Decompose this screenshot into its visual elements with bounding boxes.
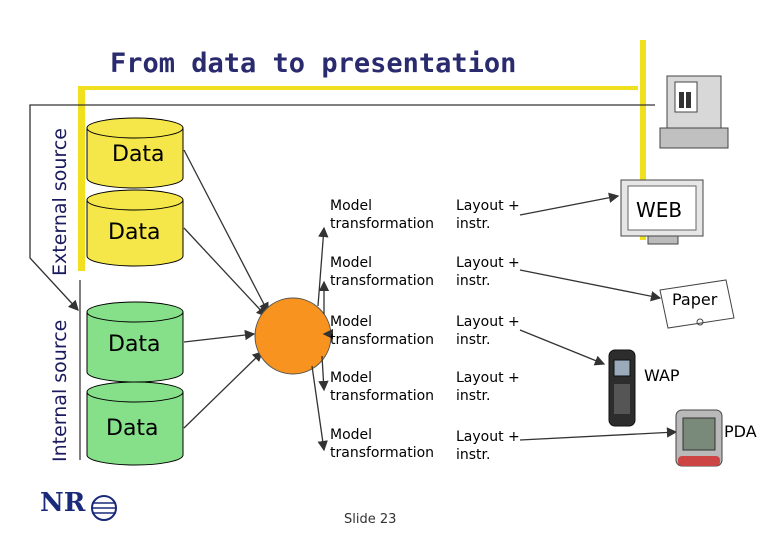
database-internal-2 xyxy=(86,381,184,466)
source-arrows xyxy=(29,104,655,429)
database-internal-1 xyxy=(86,301,184,383)
nr-logo: NR xyxy=(40,488,86,518)
server-icon xyxy=(659,75,729,149)
accent-bars xyxy=(78,40,646,271)
slide-number: Slide 23 xyxy=(344,512,397,527)
external-source-label: External source xyxy=(49,128,71,276)
database-label: Data xyxy=(112,142,165,167)
layout-instr-label: Layout +instr. xyxy=(456,198,520,232)
layout-instr-label: Layout +instr. xyxy=(456,314,520,348)
monitor-icon xyxy=(620,179,704,245)
web-label: WEB xyxy=(636,198,683,222)
database-external-2 xyxy=(86,189,184,267)
layout-instr-label: Layout +instr. xyxy=(456,429,520,463)
slide-title: From data to presentation xyxy=(110,48,517,79)
database-label: Data xyxy=(108,332,161,357)
layout-instr-label: Layout +instr. xyxy=(456,255,520,289)
database-external-1 xyxy=(86,117,184,189)
hub-node xyxy=(254,297,332,375)
pda-icon xyxy=(675,409,723,467)
wap-label: WAP xyxy=(644,366,680,385)
layout-instr-label: Layout +instr. xyxy=(456,370,520,404)
hub-arrows xyxy=(311,226,334,452)
internal-source-label: Internal source xyxy=(49,319,71,462)
paper-label: Paper xyxy=(672,290,718,309)
database-label: Data xyxy=(108,220,161,245)
output-arrows xyxy=(519,192,678,441)
pda-label: PDA xyxy=(724,422,757,441)
database-label: Data xyxy=(106,416,159,441)
paper-icon xyxy=(659,279,735,329)
phone-icon xyxy=(608,349,636,427)
logo-globe-icon xyxy=(91,495,117,521)
